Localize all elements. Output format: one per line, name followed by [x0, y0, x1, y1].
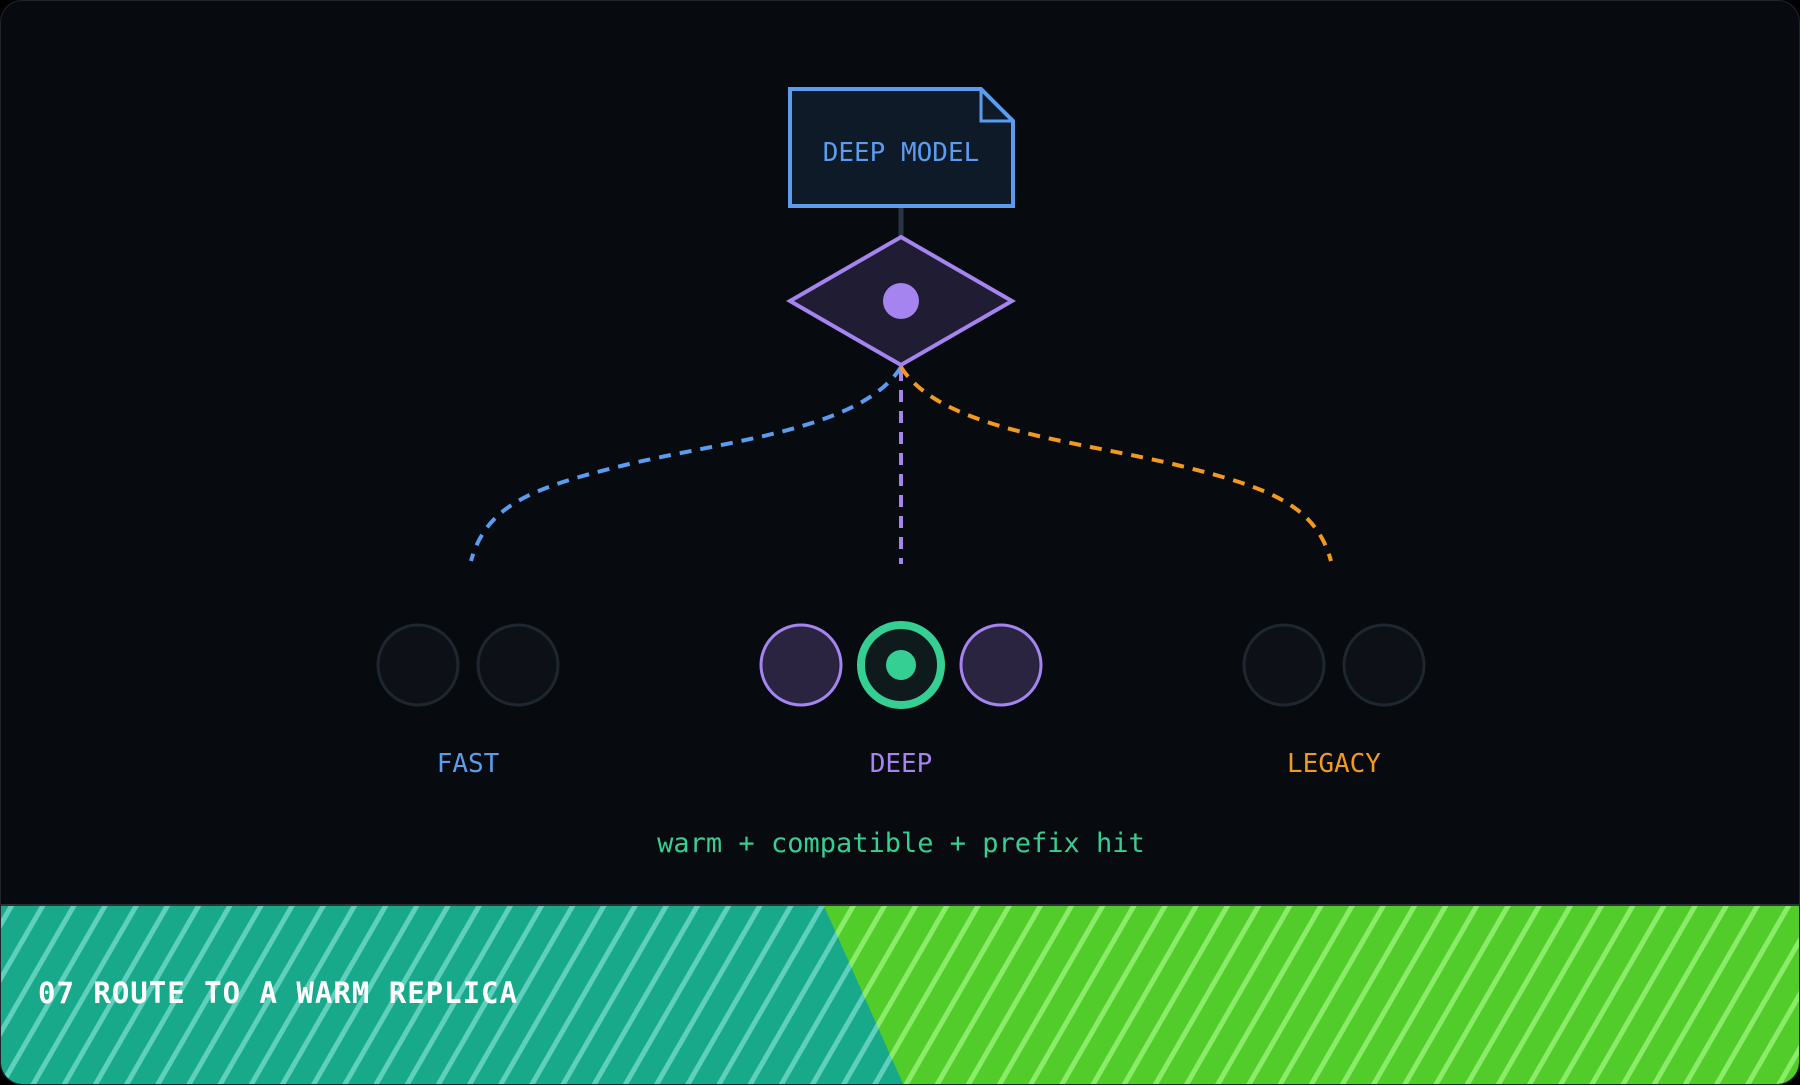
deep-model-label: DEEP MODEL: [823, 138, 980, 168]
deep-model-box: DEEP MODEL: [788, 87, 1015, 208]
footer-left-band: [1, 906, 904, 1084]
route-legacy: [899, 365, 1333, 562]
deep-replica-1: [759, 623, 843, 707]
group-label-legacy: LEGACY: [1287, 749, 1381, 779]
selected-replica-dot: [886, 650, 916, 680]
group-label-deep: DEEP: [870, 749, 933, 779]
fast-replica-1: [376, 623, 460, 707]
router-node: [785, 234, 1017, 368]
legacy-replica-1: [1242, 623, 1326, 707]
routing-criteria-caption: warm + compatible + prefix hit: [657, 828, 1145, 859]
group-label-fast: FAST: [437, 749, 500, 779]
route-fast: [469, 365, 903, 562]
legacy-replica-2: [1342, 623, 1426, 707]
footer-title: 07 ROUTE TO A WARM REPLICA: [38, 976, 518, 1010]
router-core-dot: [883, 283, 919, 319]
footer-banner: 07 ROUTE TO A WARM REPLICA: [1, 904, 1799, 1084]
deep-replica-3: [959, 623, 1043, 707]
fast-replica-2: [476, 623, 560, 707]
